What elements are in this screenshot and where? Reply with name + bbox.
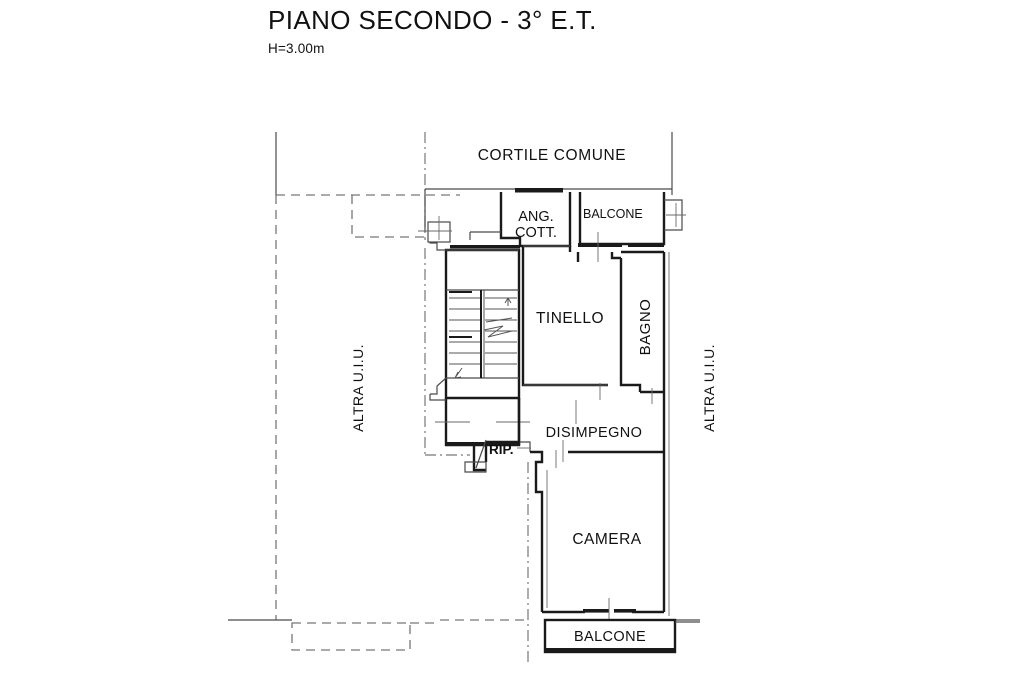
plan-labels: CORTILE COMUNE ANG. COTT. BALCONE TINELL… <box>350 147 717 645</box>
page-title: PIANO SECONDO - 3° E.T. <box>268 5 597 35</box>
label-altra-uiu-left: ALTRA U.I.U. <box>350 344 366 432</box>
label-altra-uiu-right: ALTRA U.I.U. <box>701 344 717 432</box>
label-camera: CAMERA <box>572 531 641 548</box>
stairwell <box>418 216 530 447</box>
room-ang-cott <box>469 188 572 248</box>
page-subtitle: H=3.00m <box>268 40 325 56</box>
label-balcone-bottom: BALCONE <box>574 629 646 645</box>
room-balcone-top <box>578 192 686 262</box>
room-rip <box>464 439 531 473</box>
room-bagno <box>621 250 670 404</box>
room-disimpegno <box>517 384 670 462</box>
room-camera <box>530 450 670 628</box>
label-cortile-comune: CORTILE COMUNE <box>478 147 627 164</box>
label-ang-cott-line2: COTT. <box>515 225 557 241</box>
label-tinello: TINELLO <box>536 310 604 327</box>
label-rip: RIP. <box>489 442 514 457</box>
label-balcone-top: BALCONE <box>583 207 643 221</box>
room-balcone-bottom <box>543 618 700 654</box>
label-bagno: BAGNO <box>637 299 654 356</box>
title-block: PIANO SECONDO - 3° E.T. H=3.00m <box>268 6 788 56</box>
label-disimpegno: DISIMPEGNO <box>546 425 643 441</box>
label-ang-cott-line1: ANG. <box>518 209 553 225</box>
